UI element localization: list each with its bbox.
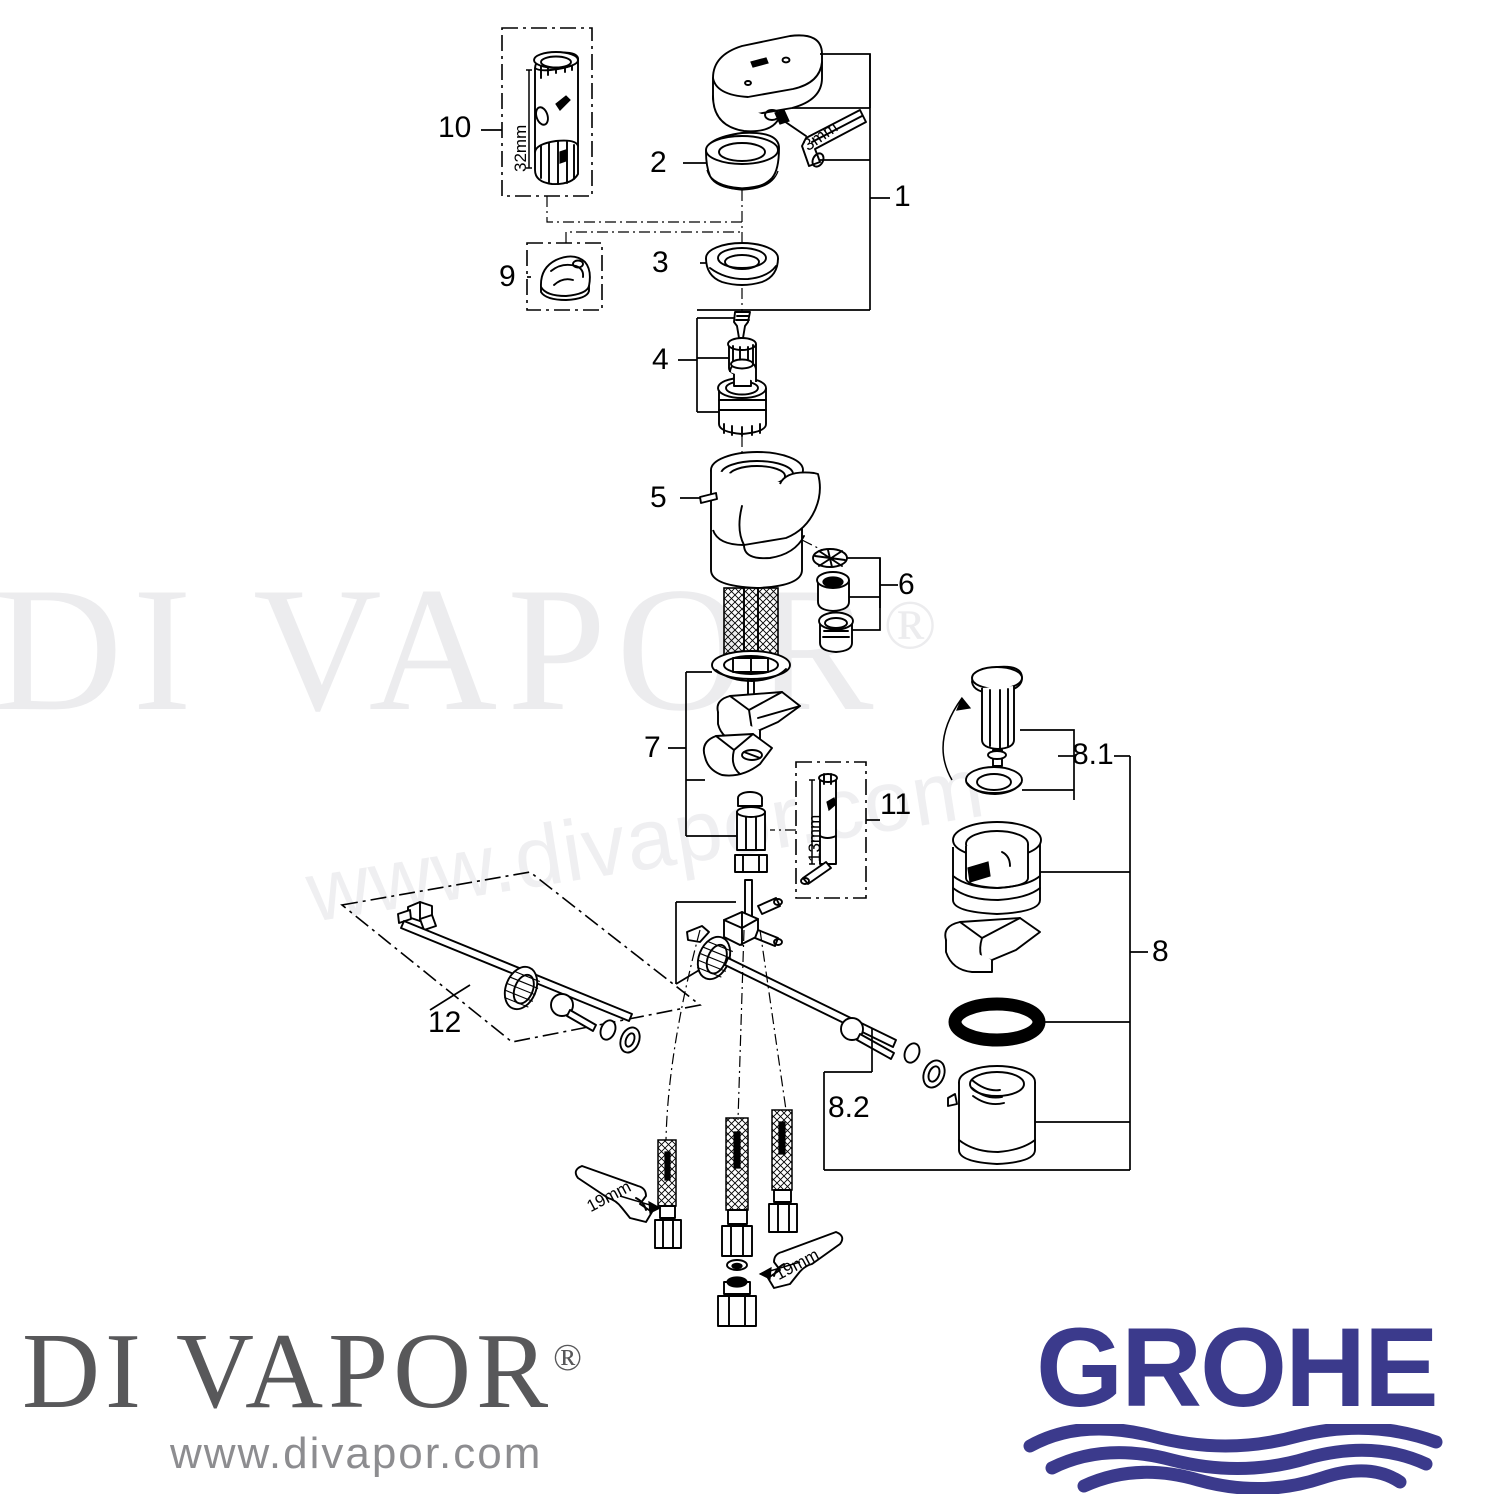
callout-9: 9 [499, 260, 516, 293]
callout-8: 8 [1152, 935, 1169, 968]
supply-hoses [574, 929, 844, 1327]
callout-12: 12 [428, 1006, 462, 1039]
callout-3: 3 [652, 246, 669, 279]
part-2-cap [683, 131, 780, 246]
grohe-logo: GROHE [1012, 1305, 1492, 1495]
spanner-19mm-right [758, 1231, 844, 1289]
part-10-socket-tool [481, 27, 742, 223]
part-4-cartridge [678, 311, 767, 462]
part-9-seal-kit [526, 231, 742, 311]
part-1-lever-handle [697, 34, 890, 311]
dimension-32mm: 32mm [511, 124, 530, 172]
allen-key-3mm [801, 109, 867, 167]
part-11-socket-13mm [770, 761, 880, 899]
callout-5: 5 [650, 481, 667, 514]
callout-11: 11 [880, 788, 912, 821]
callout-7: 7 [644, 731, 661, 764]
part-6-aerator [801, 539, 898, 653]
callout-6: 6 [898, 568, 915, 601]
part-12-popup-rod-kit [340, 871, 702, 1054]
grohe-logo-text: GROHE [1036, 1305, 1439, 1430]
part-7-fixing-set [668, 650, 801, 919]
callout-8-1: 8.1 [1072, 738, 1114, 771]
callout-4: 4 [652, 343, 669, 376]
divapor-url: www.divapor.com [170, 1429, 543, 1478]
callout-1: 1 [894, 180, 911, 213]
divapor-registered-mark: ® [553, 1337, 583, 1379]
callout-2: 2 [650, 146, 667, 179]
part-3-ring [700, 242, 779, 312]
spanner-19mm-left [574, 1165, 662, 1223]
part-8-waste-assembly [942, 665, 1148, 1170]
callout-8-2: 8.2 [828, 1091, 870, 1124]
callout-10: 10 [438, 111, 472, 144]
divapor-logo: DI VAPOR® [22, 1318, 582, 1426]
divapor-logo-text: DI VAPOR [22, 1312, 554, 1431]
grohe-wave-icon [1023, 1421, 1443, 1495]
dimension-13mm: 13mm [805, 814, 824, 862]
